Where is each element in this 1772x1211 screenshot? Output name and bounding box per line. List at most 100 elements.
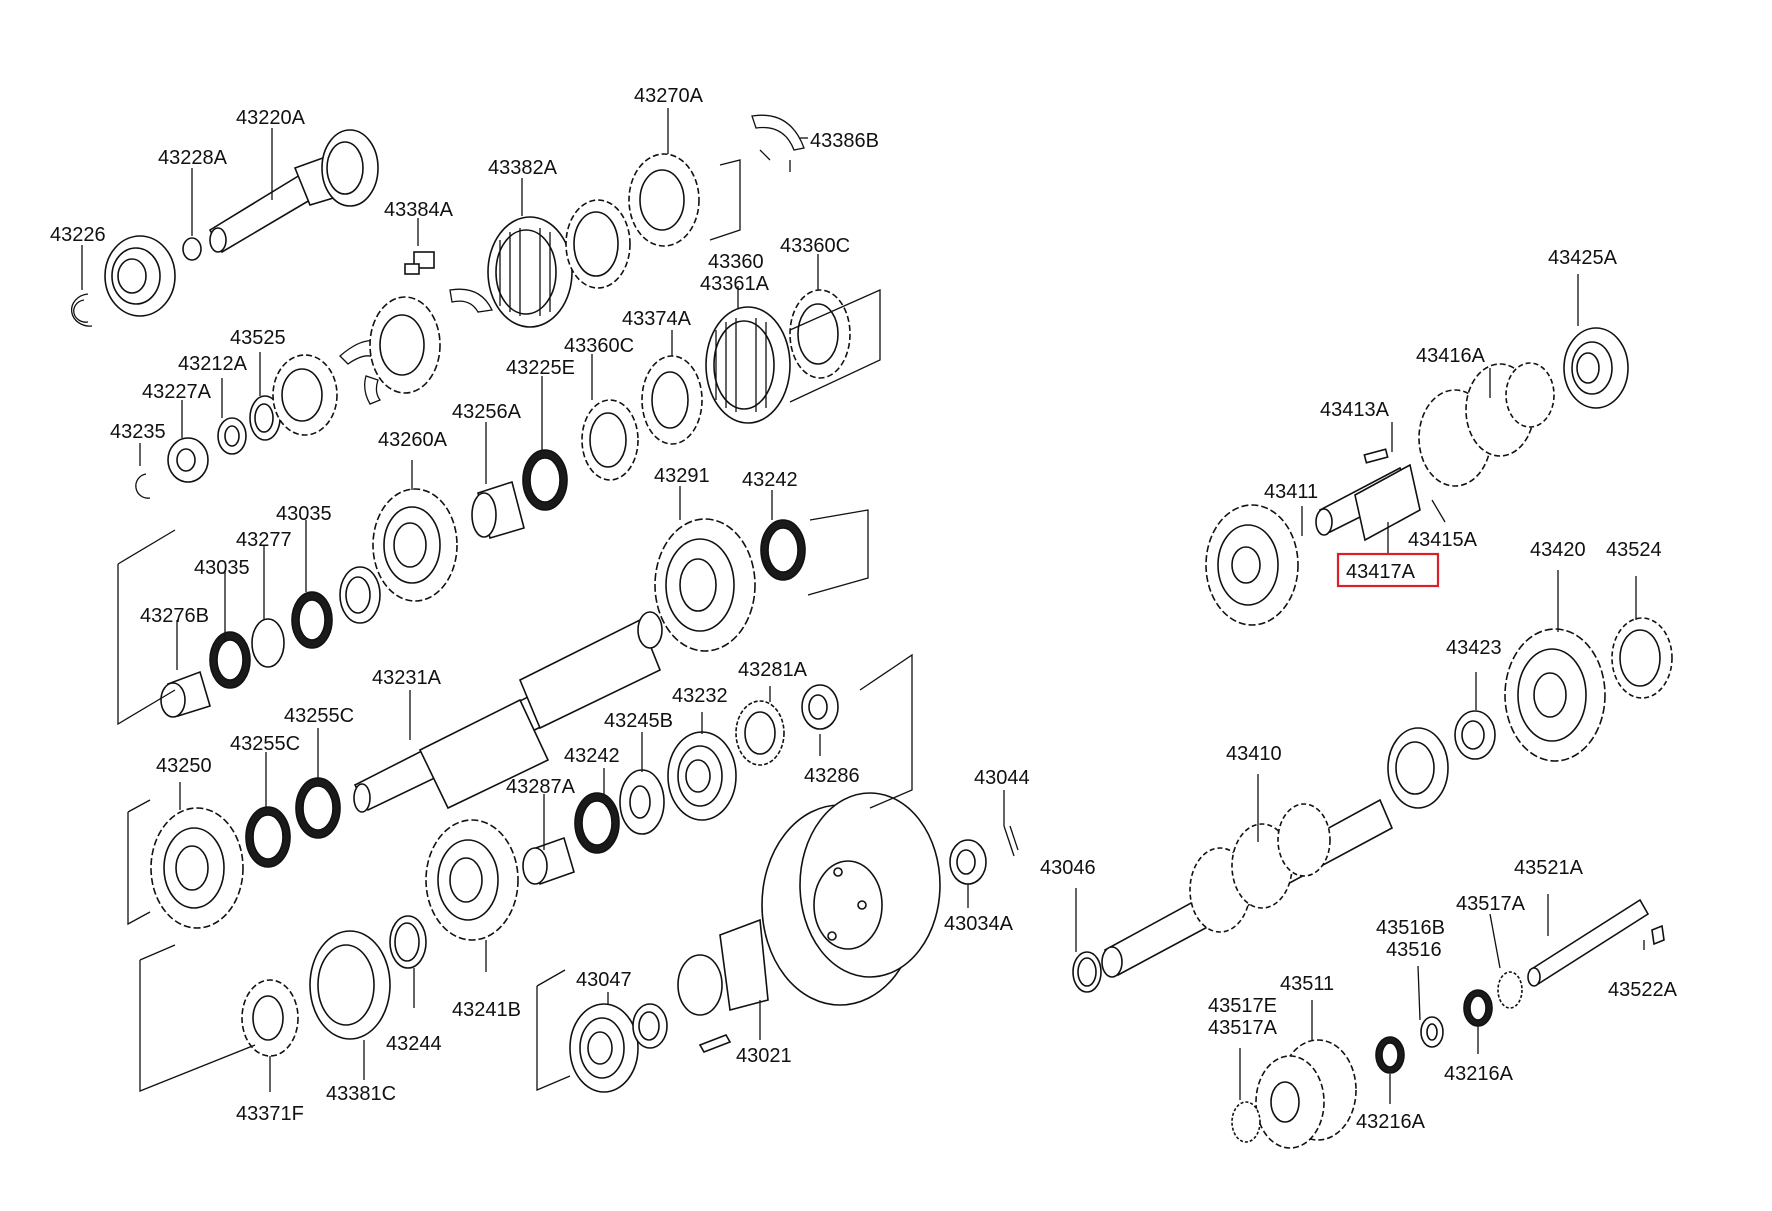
part-43212A-ring	[217, 417, 247, 455]
label-43517A-top[interactable]: 43517A	[1456, 893, 1526, 915]
part-43035-bearing-a	[291, 591, 333, 649]
part-synchro-clip-right	[449, 288, 493, 313]
part-43250-gear	[150, 807, 244, 929]
label-43517A-bot[interactable]: 43517A	[1208, 1017, 1278, 1039]
part-43225E-bearing	[522, 449, 568, 511]
part-43517A-washer-top	[1497, 971, 1523, 1009]
part-43232-bearing	[667, 731, 737, 821]
label-43384A[interactable]: 43384A	[384, 199, 454, 221]
label-43250[interactable]: 43250	[156, 755, 212, 777]
part-43382A-ring	[565, 199, 631, 289]
label-43225E[interactable]: 43225E	[506, 357, 575, 379]
part-43242-bearing-mid	[574, 792, 620, 854]
label-43226[interactable]: 43226	[50, 224, 106, 246]
label-43371F[interactable]: 43371F	[236, 1103, 304, 1125]
label-43521A[interactable]: 43521A	[1514, 857, 1584, 879]
part-43384A-key	[404, 251, 435, 275]
label-43242-top[interactable]: 43242	[742, 469, 798, 491]
label-43360C-top[interactable]: 43360C	[780, 235, 850, 257]
label-43260A[interactable]: 43260A	[378, 429, 448, 451]
label-43256A[interactable]: 43256A	[452, 401, 522, 423]
label-43242-mid[interactable]: 43242	[564, 745, 620, 767]
label-43216A-a[interactable]: 43216A	[1444, 1063, 1514, 1085]
label-43415A[interactable]: 43415A	[1408, 529, 1478, 551]
label-43216A-b[interactable]: 43216A	[1356, 1111, 1426, 1133]
label-43525[interactable]: 43525	[230, 327, 286, 349]
part-43524-ring	[1611, 617, 1673, 699]
label-43386B[interactable]: 43386B	[810, 130, 879, 152]
label-43413A[interactable]: 43413A	[1320, 399, 1390, 421]
label-43374A[interactable]: 43374A	[622, 308, 692, 330]
label-43517E[interactable]: 43517E	[1208, 995, 1277, 1017]
label-43255C-b[interactable]: 43255C	[230, 733, 300, 755]
group-brackets	[117, 159, 913, 1092]
label-43511[interactable]: 43511	[1280, 973, 1334, 995]
label-43410[interactable]: 43410	[1226, 743, 1282, 765]
label-43381C[interactable]: 43381C	[326, 1083, 396, 1105]
part-43035-bearing-b	[209, 631, 251, 689]
label-43277[interactable]: 43277	[236, 529, 292, 551]
part-43371F-gear	[241, 979, 299, 1057]
label-43220A[interactable]: 43220A	[236, 107, 306, 129]
part-43411-gear	[1205, 504, 1299, 626]
label-43423[interactable]: 43423	[1446, 637, 1502, 659]
label-43035-a[interactable]: 43035	[276, 503, 332, 525]
label-43382A[interactable]: 43382A	[488, 157, 558, 179]
label-43522A[interactable]: 43522A	[1608, 979, 1678, 1001]
label-43231A[interactable]: 43231A	[372, 667, 442, 689]
label-43516B[interactable]: 43516B	[1376, 917, 1445, 939]
label-43255C-a[interactable]: 43255C	[284, 705, 354, 727]
part-43034A-nut	[949, 839, 987, 885]
label-43212A[interactable]: 43212A	[178, 353, 248, 375]
label-43244[interactable]: 43244	[386, 1033, 442, 1055]
label-43047[interactable]: 43047	[576, 969, 632, 991]
part-43525-ring	[249, 395, 281, 441]
part-43021-flange	[677, 918, 769, 1053]
label-43044[interactable]: 43044	[974, 767, 1030, 789]
label-43035-b[interactable]: 43035	[194, 557, 250, 579]
part-43361A-sleeve	[705, 306, 791, 424]
label-43227A[interactable]: 43227A	[142, 381, 212, 403]
part-43231A-main-shaft	[353, 611, 663, 813]
label-43276B[interactable]: 43276B	[140, 605, 209, 627]
label-43360C-mid[interactable]: 43360C	[564, 335, 634, 357]
part-43256A-sleeve	[471, 480, 525, 539]
part-43226-bearing	[104, 235, 176, 317]
label-43287A[interactable]: 43287A	[506, 776, 576, 798]
part-43046-ring	[1072, 951, 1102, 993]
label-43516[interactable]: 43516	[1386, 939, 1442, 961]
label-43361A[interactable]: 43361A	[700, 273, 770, 295]
label-43228A[interactable]: 43228A	[158, 147, 228, 169]
label-43411[interactable]: 43411	[1264, 481, 1318, 503]
label-43286[interactable]: 43286	[804, 765, 860, 787]
part-43516-washer	[1420, 1016, 1444, 1048]
leader-lines	[81, 108, 1645, 1104]
label-43232[interactable]: 43232	[672, 685, 728, 707]
part-43220A-input-shaft	[208, 129, 379, 254]
label-43425A[interactable]: 43425A	[1548, 247, 1618, 269]
label-43270A[interactable]: 43270A	[634, 85, 704, 107]
label-43235[interactable]: 43235	[110, 421, 166, 443]
part-hub-gear-43384A	[369, 296, 441, 394]
label-43241B[interactable]: 43241B	[452, 999, 521, 1021]
label-43046[interactable]: 43046	[1040, 857, 1096, 879]
label-43524[interactable]: 43524	[1606, 539, 1662, 561]
label-43420[interactable]: 43420	[1530, 539, 1586, 561]
label-43281A[interactable]: 43281A	[738, 659, 808, 681]
part-43047-bearing	[569, 1003, 639, 1093]
label-43416A[interactable]: 43416A	[1416, 345, 1486, 367]
part-43522A-plate	[1651, 924, 1665, 946]
part-43425A-bearing	[1563, 327, 1629, 409]
label-43360[interactable]: 43360	[708, 251, 764, 273]
part-brake-drum	[761, 792, 941, 1006]
part-43044-cotter-pin	[1003, 825, 1019, 857]
label-43034A[interactable]: 43034A	[944, 913, 1014, 935]
label-43021[interactable]: 43021	[736, 1045, 792, 1067]
part-43286-nut	[801, 684, 839, 730]
label-43417A[interactable]: 43417A	[1346, 561, 1416, 583]
part-gear-43525	[272, 354, 338, 436]
part-43382A-sleeve	[487, 216, 573, 328]
label-43245B[interactable]: 43245B	[604, 710, 673, 732]
label-43291[interactable]: 43291	[654, 465, 710, 487]
